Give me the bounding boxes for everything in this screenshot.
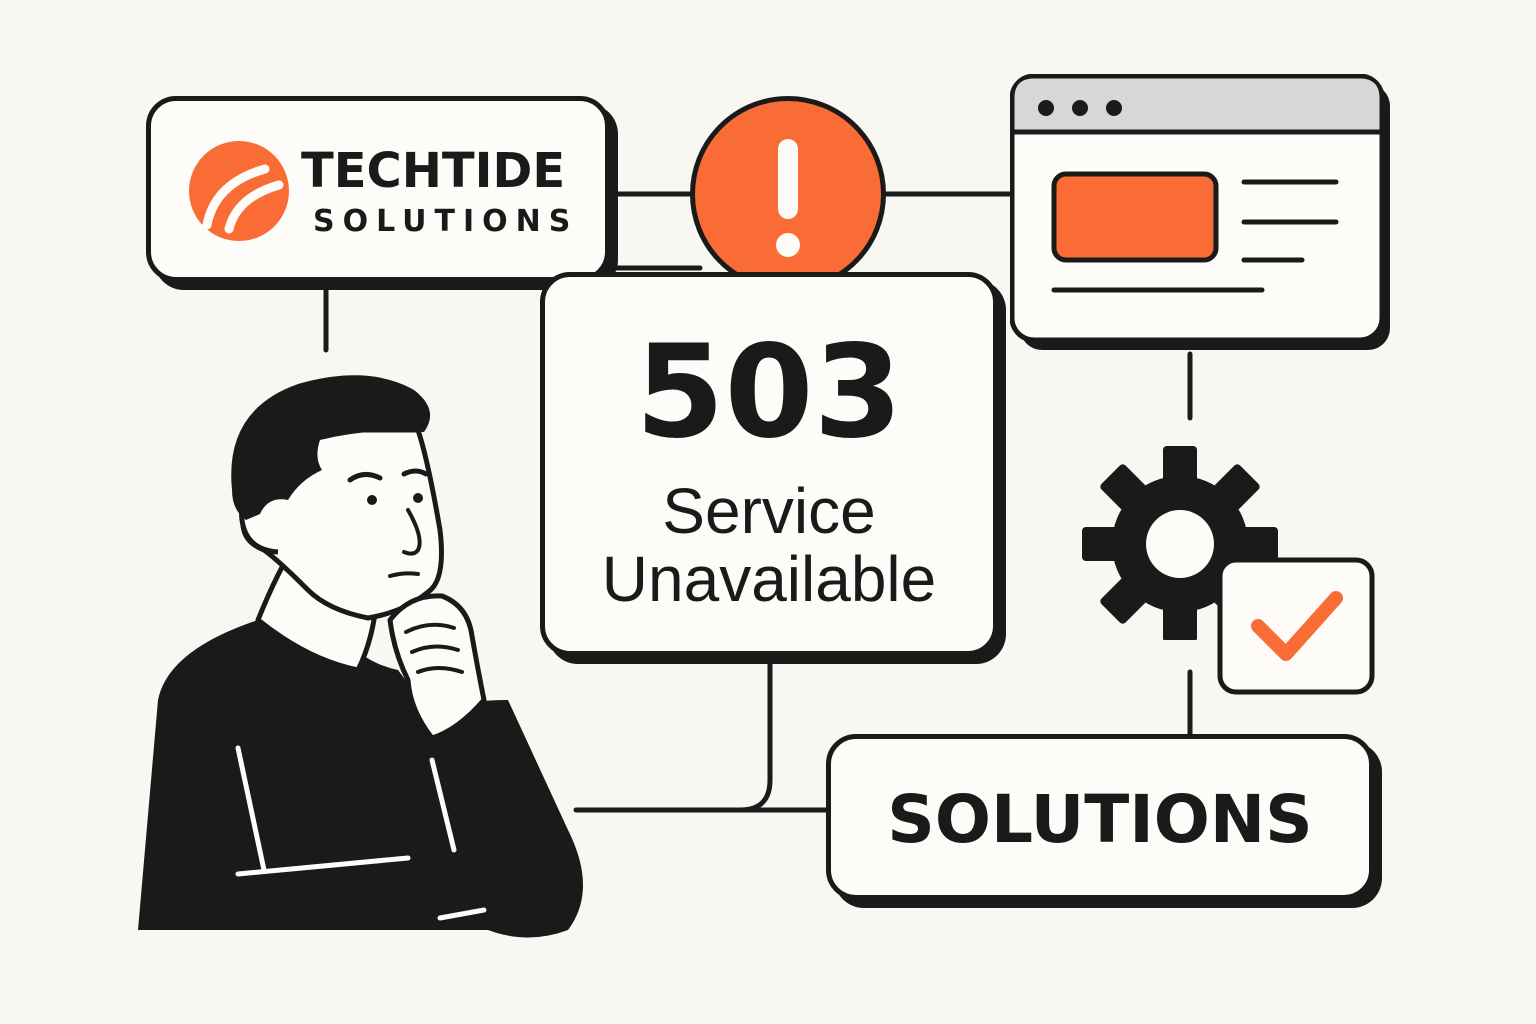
brand-tagline: SOLUTIONS (313, 204, 579, 239)
checkmark-icon (1217, 557, 1375, 695)
solutions-label: SOLUTIONS (887, 781, 1313, 858)
exclamation-icon (776, 139, 800, 257)
thinking-person-illustration (138, 375, 583, 938)
alert-badge (690, 96, 886, 292)
error-message-line2: Unavailable (601, 543, 937, 615)
brand-name: TECHTIDE (301, 143, 566, 199)
browser-window-icon (1010, 74, 1390, 350)
error-code: 503 (635, 318, 903, 467)
brand-logo-icon (189, 141, 289, 241)
solutions-card: SOLUTIONS (826, 734, 1374, 900)
brand-card: TECHTIDE SOLUTIONS (146, 96, 610, 282)
error-message: Service Unavailable (545, 477, 993, 613)
error-card: 503 Service Unavailable (540, 272, 998, 656)
error-message-line1: Service (662, 475, 876, 547)
